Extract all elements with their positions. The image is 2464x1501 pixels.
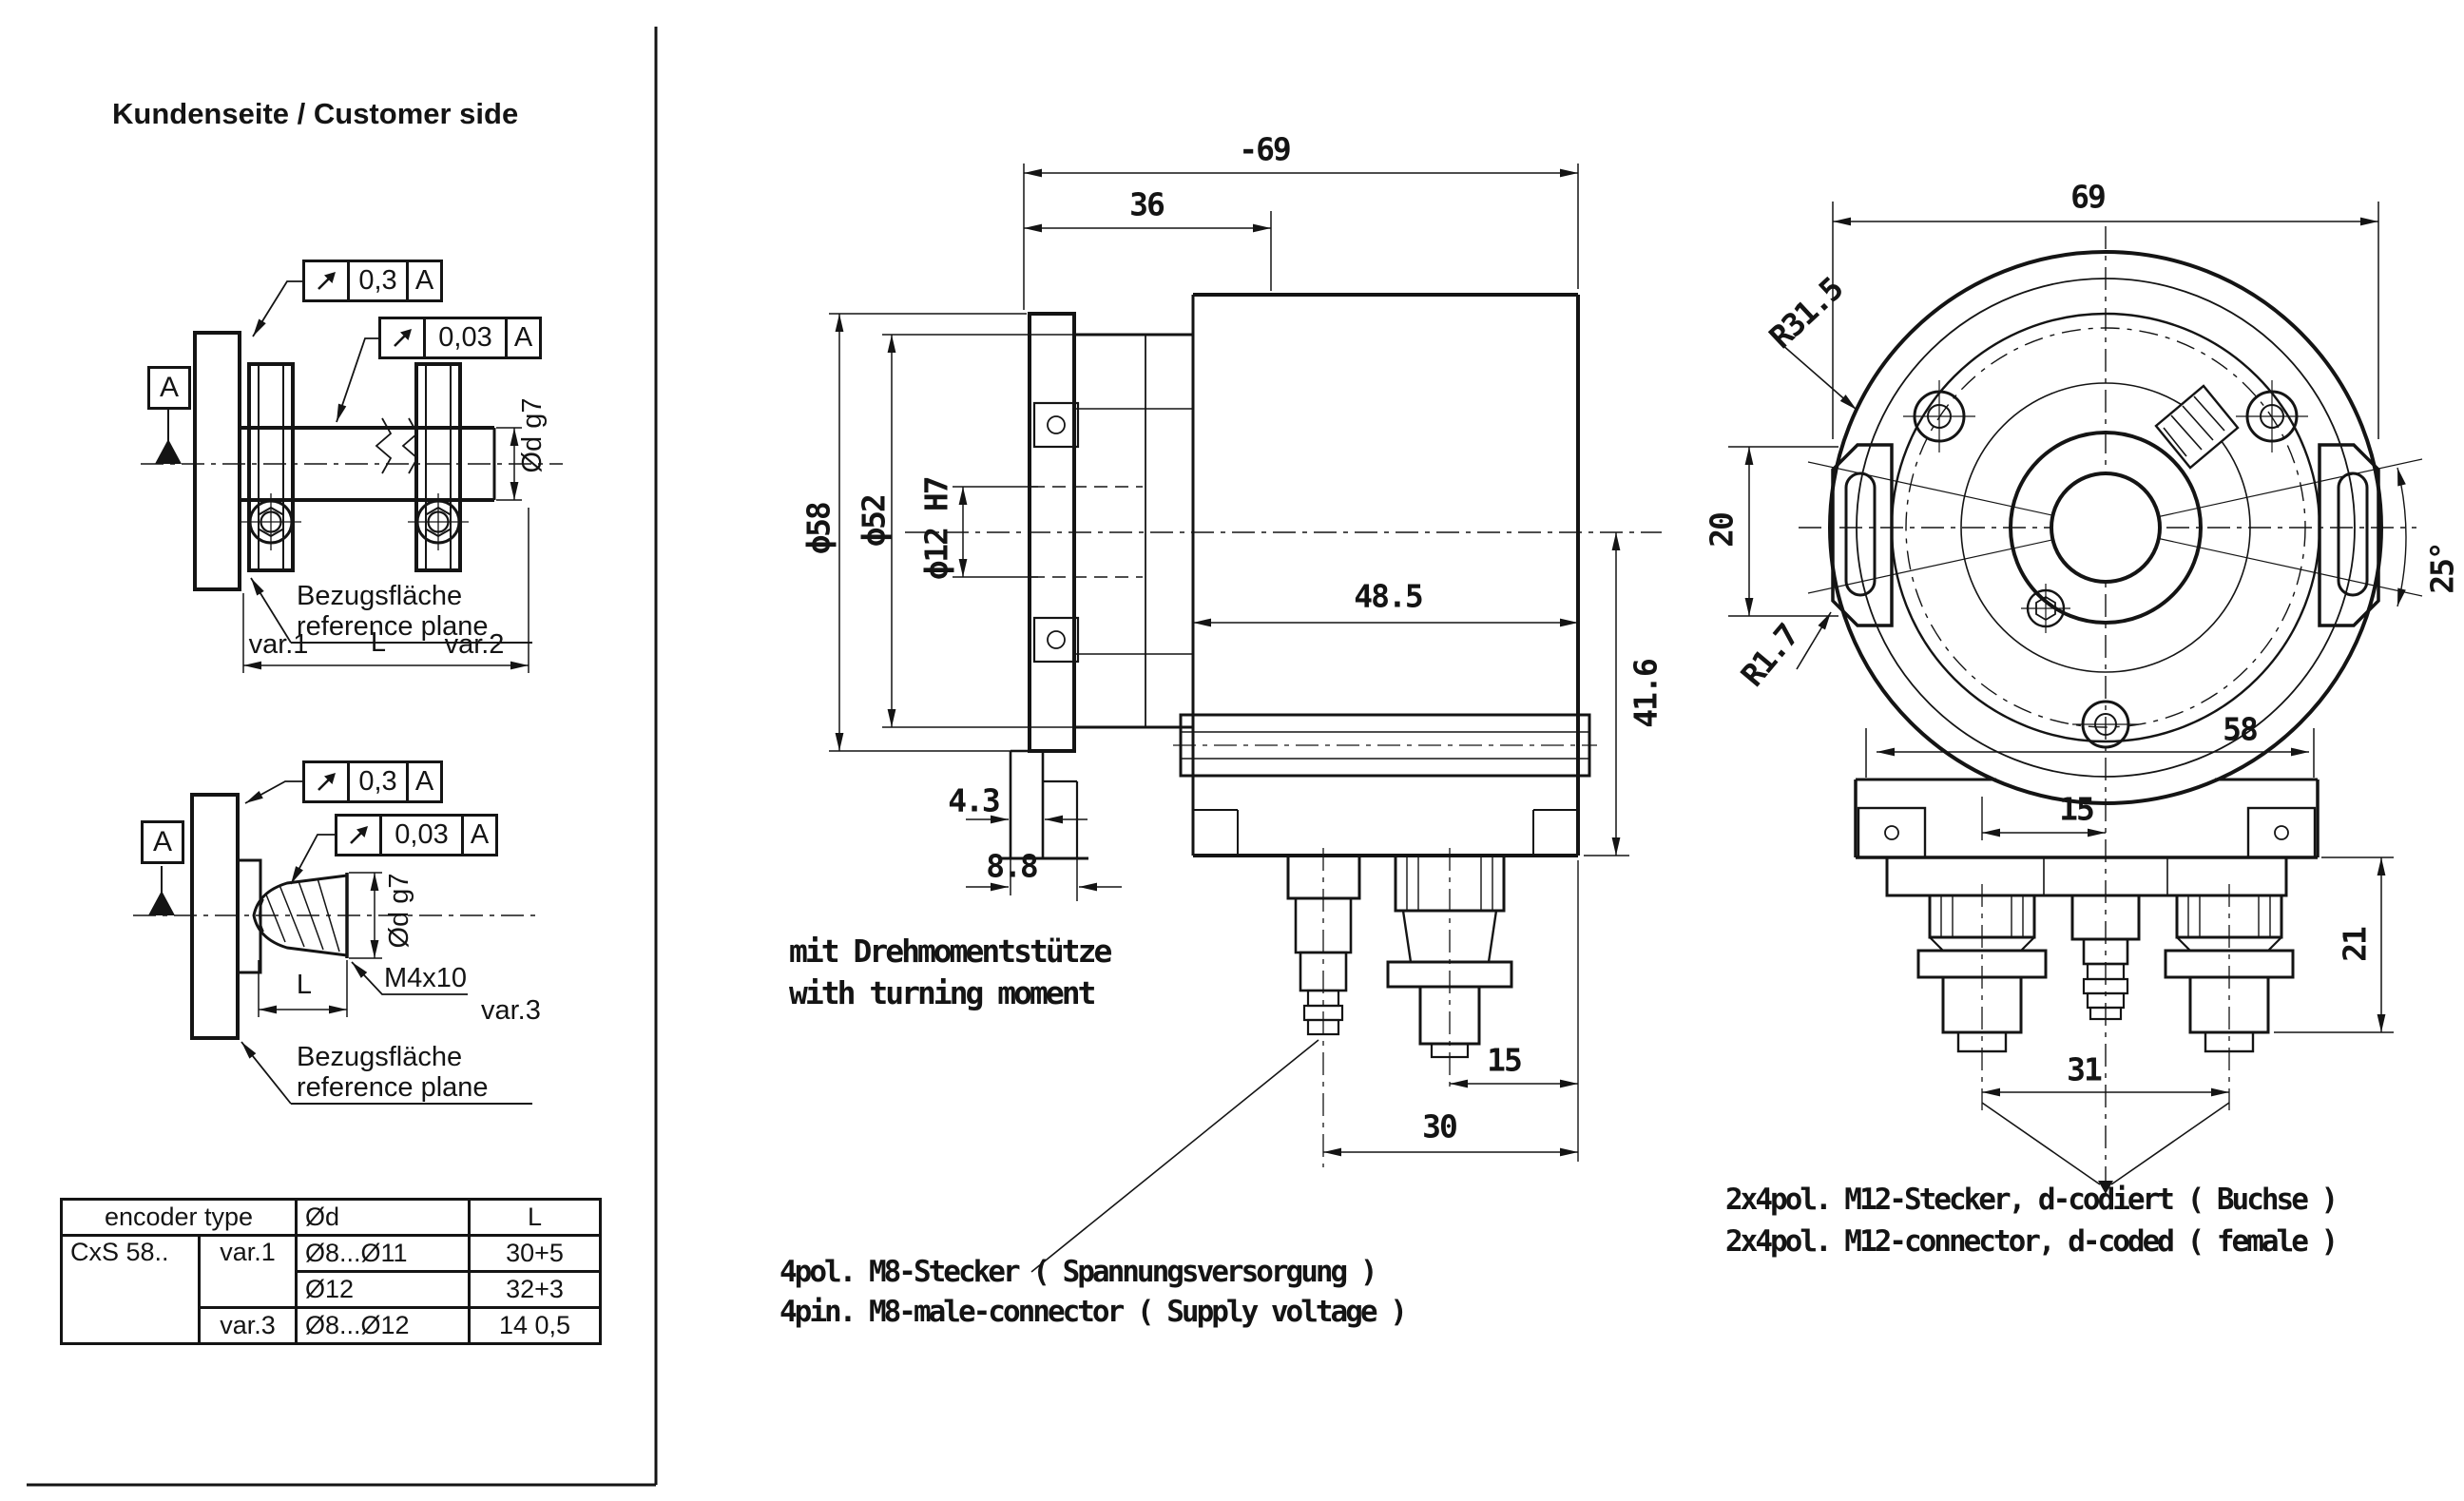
m8-connector-label-de: 4pol. M8-Stecker ( Spannungsversorgung ) <box>780 1255 1378 1289</box>
gdt-datum: A <box>461 817 495 854</box>
length-label-lower: L <box>296 969 313 1000</box>
dim-bore-diameter: ϕ12 H7 <box>917 477 955 580</box>
cell-length: 30+5 <box>468 1234 602 1273</box>
dim-body-width: 58 <box>2223 710 2259 748</box>
runout-icon <box>381 319 423 356</box>
table-row: CxS 58.. var.1 Ø8...Ø11 30+5 <box>60 1234 602 1345</box>
customer-panel-border <box>27 27 658 1487</box>
thread-label: M4x10 <box>384 963 468 993</box>
gdt-datum: A <box>406 763 440 800</box>
dim-bracket-thickness: 4.3 <box>948 781 1001 819</box>
datum-flag-upper: A <box>147 366 191 410</box>
torque-support-note-en: with turning moment <box>789 974 1096 1011</box>
runout-icon <box>337 817 379 854</box>
m8-connector-label-en: 4pin. M8-male-connector ( Supply voltage… <box>780 1295 1408 1329</box>
dim-m8-center-offset: 15 <box>2059 790 2095 828</box>
table-row: Ø12 32+3 <box>62 1270 602 1309</box>
length-label-upper: L <box>370 626 387 658</box>
cell-length: 32+3 <box>468 1270 602 1309</box>
m12-connector-label-en: 2x4pol. M12-connector, d-coded ( female … <box>1725 1224 2339 1259</box>
header-length: L <box>468 1198 602 1237</box>
variant-2-label: var.2 <box>444 628 505 660</box>
dim-shaft-diameter-upper: Ød g7 <box>516 397 548 473</box>
cell-diameter: Ø8...Ø11 <box>295 1234 471 1273</box>
dim-height-axis: 41.6 <box>1627 660 1665 728</box>
dim-connector-height: 21 <box>2336 928 2374 962</box>
rear-view-drawing <box>1728 202 2423 1194</box>
table-header-row: encoder type Ød L <box>60 1198 602 1237</box>
reference-plane-label-de-upper: Bezugsfläche <box>297 581 463 611</box>
gdt-tolerance: 0,3 <box>347 763 406 800</box>
torque-support-note-de: mit Drehmomentstütze <box>789 933 1112 970</box>
dim-m8-offset: 30 <box>1422 1107 1458 1145</box>
dim-rear-width: 69 <box>2070 178 2107 216</box>
variant-1-label: var.1 <box>248 628 309 660</box>
m12-connector-label-de: 2x4pol. M12-Stecker, d-codiert ( Buchse … <box>1725 1183 2339 1217</box>
table-row: var.3 Ø8...Ø12 14 0,5 <box>62 1306 602 1345</box>
lower-shaft-drawing <box>133 780 537 1105</box>
gdt-tolerance: 0,03 <box>423 319 505 356</box>
gdt-tolerance: 0,03 <box>379 817 461 854</box>
runout-icon <box>305 763 347 800</box>
dim-body-length: 48.5 <box>1354 577 1423 615</box>
shaft-variant-table: encoder type Ød L CxS 58.. var.1 Ø8...Ø1… <box>60 1198 602 1345</box>
gdt-frame-runout-upper-1: 0,3 A <box>302 260 443 302</box>
dim-m12-offset: 15 <box>1487 1041 1523 1079</box>
gdt-datum: A <box>406 262 440 299</box>
cell-diameter: Ø12 <box>295 1270 471 1309</box>
dim-ear-height: 20 <box>1703 513 1741 548</box>
reference-plane-label-en-upper: reference plane <box>297 611 489 642</box>
upper-shaft-drawing <box>141 280 563 673</box>
dim-shaft-diameter-lower: Ød g7 <box>383 873 414 949</box>
dim-overall-length: -69 <box>1239 130 1292 168</box>
datum-flag-lower: A <box>141 820 184 864</box>
header-diameter: Ød <box>295 1198 471 1237</box>
gdt-frame-runout-upper-2: 0,03 A <box>378 317 542 359</box>
cell-variant: var.3 <box>198 1306 298 1345</box>
cell-diameter: Ø8...Ø12 <box>295 1306 471 1345</box>
runout-icon <box>305 262 347 299</box>
side-view-drawing <box>829 164 1662 1273</box>
reference-plane-label-de-lower: Bezugsfläche <box>297 1042 463 1072</box>
page-title: Kundenseite / Customer side <box>112 97 519 130</box>
variant-3-label: var.3 <box>481 995 541 1026</box>
cell-variant: var.1 <box>198 1234 298 1309</box>
dim-pilot-diameter: ϕ52 <box>855 495 893 547</box>
gdt-tolerance: 0,3 <box>347 262 406 299</box>
dim-flange-diameter: ϕ58 <box>799 503 837 554</box>
gdt-frame-runout-lower-1: 0,3 A <box>302 760 443 803</box>
cell-length: 14 0,5 <box>468 1306 602 1345</box>
reference-plane-label-en-lower: reference plane <box>297 1072 489 1103</box>
dim-bracket-offset: 8.8 <box>986 847 1039 885</box>
header-encoder-type: encoder type <box>60 1198 298 1237</box>
gdt-frame-runout-lower-2: 0,03 A <box>335 814 498 856</box>
dim-ear-angle: 25° <box>2423 543 2461 594</box>
gdt-datum: A <box>505 319 539 356</box>
dim-m12-pitch: 31 <box>2067 1050 2103 1088</box>
dim-front-length: 36 <box>1129 185 1165 223</box>
cell-encoder: CxS 58.. <box>60 1234 201 1345</box>
